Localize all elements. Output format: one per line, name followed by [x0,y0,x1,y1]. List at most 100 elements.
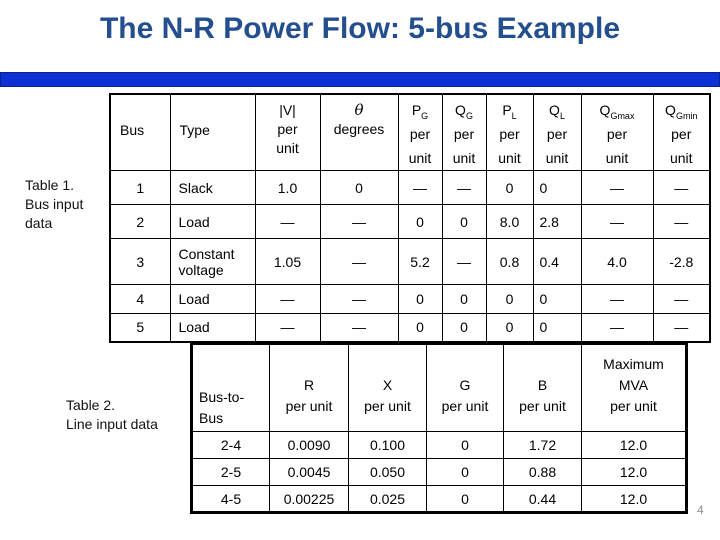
cell: 0.100 [348,431,427,459]
cell: 4.0 [580,238,654,285]
t1-col-theta: θ degrees [319,93,399,171]
cell: 1.72 [503,431,582,459]
cell: Load [169,313,256,342]
cell: 0.8 [485,238,534,285]
cell: — [254,204,321,239]
cell: 0 [397,284,443,314]
cell: 4 [109,284,171,314]
t2-col-r: R per unit [269,343,349,432]
cell: 0.00225 [269,485,349,513]
cell: — [319,313,399,342]
cell: Load [169,204,256,239]
cell: 2-5 [191,458,270,486]
cell: — [397,170,443,205]
t1-row-bus2: 2 Load — — 0 0 8.0 2.8 — — [109,204,711,239]
t1-col-qgmax: QGmax per unit [580,93,654,171]
cell: — [580,204,654,239]
cell: 1.0 [254,170,321,205]
cell: 0 [532,313,582,342]
cell: — [652,313,711,342]
cell: 0 [319,170,399,205]
cell: 5.2 [397,238,443,285]
t1-row-bus5: 5 Load — — 0 0 0 0 — — [109,313,711,342]
t2-row-line24: 2-4 0.0090 0.100 0 1.72 12.0 [191,431,687,459]
cell: 8.0 [485,204,534,239]
t1-row-bus3: 3 Constant voltage 1.05 — 5.2 — 0.8 0.4 … [109,238,711,285]
cell: — [652,284,711,314]
line-input-table: Bus-to- Bus R per unit X per unit G per … [190,342,688,514]
cell: 0 [426,458,504,486]
cell: -2.8 [652,238,711,285]
cell: 0 [485,284,534,314]
slide-title: The N-R Power Flow: 5-bus Example [99,12,621,45]
cell: 0 [532,284,582,314]
cell: 0 [485,313,534,342]
cell: 0.4 [532,238,582,285]
t1-col-pl: PL per unit [485,93,534,171]
t1-col-pg: PG per unit [397,93,443,171]
cell: — [580,284,654,314]
cell: 12.0 [581,431,687,459]
cell: — [319,284,399,314]
cell: 0 [426,485,504,513]
cell: — [254,313,321,342]
cell: Constant voltage [169,238,256,285]
t1-col-type: Type [169,93,256,171]
cell: — [254,284,321,314]
cell: 0 [397,204,443,239]
cell: 1 [109,170,171,205]
cell: 12.0 [581,485,687,513]
table1-caption: Table 1. Bus input data [25,176,95,233]
cell: — [319,238,399,285]
t1-col-qg: QG per unit [441,93,487,171]
cell: — [652,170,711,205]
t1-row-bus1: 1 Slack 1.0 0 — — 0 0 — — [109,170,711,205]
cell: 0.0090 [269,431,349,459]
cell: 0 [441,204,487,239]
table2-caption-line2: Line input data [66,416,158,432]
t1-col-ql: QL per unit [532,93,582,171]
t2-row-line45: 4-5 0.00225 0.025 0 0.44 12.0 [191,485,687,513]
table2-caption-line1: Table 2. [66,397,116,413]
cell: 1.05 [254,238,321,285]
cell: 0.025 [348,485,427,513]
cell: — [652,204,711,239]
cell: — [441,238,487,285]
cell: — [580,170,654,205]
cell: Load [169,284,256,314]
cell: 0 [485,170,534,205]
cell: 0 [441,313,487,342]
table2-caption: Table 2. Line input data [66,396,196,434]
cell: 5 [109,313,171,342]
cell: 0 [426,431,504,459]
cell: 12.0 [581,458,687,486]
t2-header-row: Bus-to- Bus R per unit X per unit G per … [191,343,687,432]
table1-caption-line1: Table 1. [25,177,75,193]
t1-header-row: Bus Type |V| per unit θ degrees PG per u… [109,93,711,171]
theta-symbol: θ [354,101,364,119]
t2-row-line25: 2-5 0.0045 0.050 0 0.88 12.0 [191,458,687,486]
cell: — [441,170,487,205]
cell: 4-5 [191,485,270,513]
cell: 0 [397,313,443,342]
cell: 0.050 [348,458,427,486]
table1-caption-line2: Bus input data [25,196,84,231]
cell: 2.8 [532,204,582,239]
t2-col-max-mva: Maximum MVA per unit [581,343,687,432]
t2-col-b: B per unit [503,343,582,432]
cell: 2-4 [191,431,270,459]
cell: 0.44 [503,485,582,513]
t1-col-qgmin: QGmin per unit [652,93,711,171]
t1-col-voltage: |V| per unit [254,93,321,171]
divider-bar [0,72,720,87]
t1-col-bus: Bus [109,93,171,171]
bus-input-table: Bus Type |V| per unit θ degrees PG per u… [109,93,711,343]
cell: Slack [169,170,256,205]
cell: 2 [109,204,171,239]
cell: 0 [441,284,487,314]
cell: 0 [532,170,582,205]
t2-col-bus-to-bus: Bus-to- Bus [191,343,270,432]
cell: 0.0045 [269,458,349,486]
cell: 3 [109,238,171,285]
